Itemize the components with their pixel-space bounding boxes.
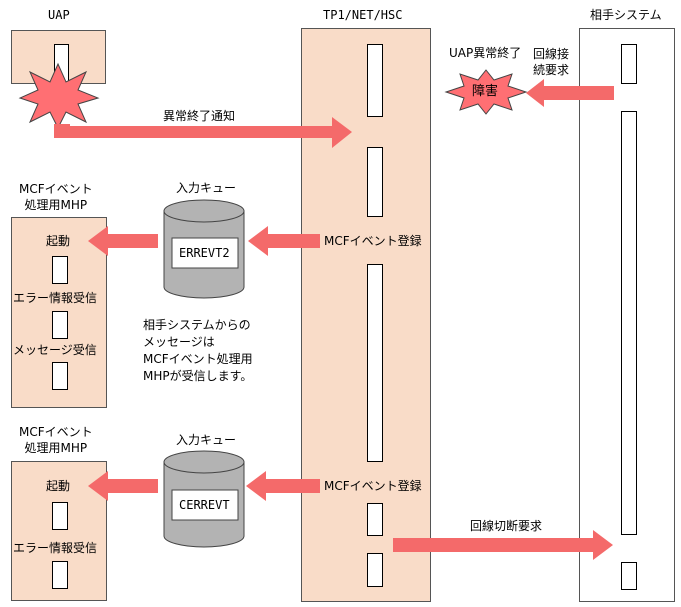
line-connect-request-label: 回線接 続要求: [533, 47, 570, 77]
tp1-column: [301, 28, 431, 602]
input-queue-cylinder: [163, 450, 245, 548]
start-label: 起動: [46, 234, 71, 248]
mcf-register-label: MCFイベント登録: [324, 234, 422, 248]
disconnect-request-label: 回線切断要求: [470, 519, 543, 533]
mhp-slot: [52, 561, 68, 589]
tp1-slot: [367, 503, 383, 536]
remote-slot: [621, 111, 637, 535]
tp1-header: TP1/NET/HSC: [323, 8, 403, 22]
mhp-header: MCFイベント 処理用MHP: [19, 182, 93, 212]
uap-abend-label: UAP異常終了: [449, 46, 522, 60]
queue-event-label: ERREVT2: [179, 246, 230, 260]
tp1-slot: [367, 147, 383, 217]
arrow-mcf-register-1: [248, 226, 320, 256]
input-queue-cylinder: [163, 199, 245, 299]
arrow-abend-notify: [54, 117, 352, 148]
message-receive-label: メッセージ受信: [13, 343, 97, 357]
failure-burst: [18, 62, 100, 130]
mhp-header: MCFイベント 処理用MHP: [19, 425, 93, 455]
start-label: 起動: [46, 479, 71, 493]
mhp-slot: [52, 311, 68, 339]
error-info-receive-label: エラー情報受信: [13, 291, 98, 305]
arrow-start-2: [88, 471, 158, 501]
failure-burst: [444, 69, 528, 115]
queue-event-label: CERREVT: [179, 498, 230, 512]
uap-header: UAP: [48, 8, 70, 22]
failure-label: 障害: [472, 84, 499, 99]
mhp-slot: [52, 502, 68, 530]
mcf-register-label: MCFイベント登録: [324, 479, 422, 493]
arrow-mcf-register-2: [246, 471, 320, 501]
remote-slot: [621, 44, 637, 84]
remote-slot: [621, 562, 637, 590]
note-text: 相手システムからの メッセージは MCFイベント処理用 MHPが受信します。: [143, 318, 253, 383]
input-queue-label: 入力キュー: [176, 181, 237, 195]
mhp-slot: [52, 362, 68, 390]
arrow-disconnect-request: [393, 530, 613, 560]
remote-system-header: 相手システム: [590, 8, 662, 22]
arrow-connect-request: [526, 79, 614, 107]
mhp-slot: [52, 256, 68, 284]
input-queue-label: 入力キュー: [176, 433, 237, 447]
error-info-receive-label: エラー情報受信: [13, 541, 98, 555]
tp1-slot: [367, 264, 383, 462]
tp1-slot: [367, 44, 383, 117]
arrow-start-1: [88, 226, 158, 256]
tp1-slot: [367, 553, 383, 587]
abend-notify-label: 異常終了通知: [163, 109, 236, 123]
